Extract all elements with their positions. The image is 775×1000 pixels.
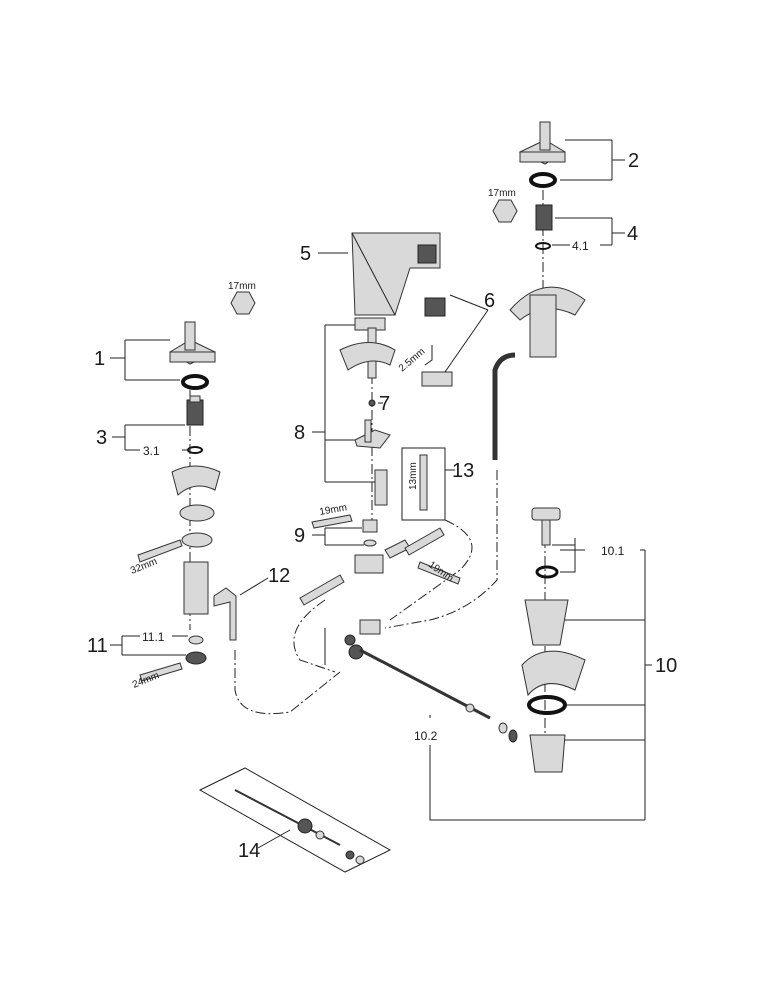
nut-11 — [185, 651, 207, 665]
o-ring-right — [529, 172, 557, 188]
label-14: 14 — [238, 840, 260, 862]
kit-14-box — [198, 767, 392, 873]
label-10-2: 10.2 — [414, 729, 438, 743]
hose-left — [299, 574, 345, 606]
hex-size-left: 17mm — [228, 281, 256, 292]
hose-path-mid — [293, 599, 336, 673]
wrench-19-right — [417, 561, 461, 585]
hex-nut-icon-left — [230, 291, 256, 315]
leader-lines — [110, 139, 652, 849]
hose-right-valve — [492, 352, 516, 460]
bracket-8 — [354, 429, 391, 449]
washer-9 — [363, 539, 377, 547]
label-4-1: 4.1 — [572, 239, 589, 253]
label-11-1: 11.1 — [142, 630, 165, 644]
drain-body — [529, 734, 566, 773]
wrench-size-19-left: 19mm — [319, 502, 348, 518]
drain-basket — [524, 599, 569, 646]
sensor-module-6 — [424, 297, 446, 317]
elbow-12 — [213, 587, 237, 641]
label-6: 6 — [484, 290, 495, 312]
drain-seal-10-1 — [535, 565, 559, 579]
extension-rod-14 — [234, 789, 365, 865]
pop-up-rod-10-2 — [344, 619, 518, 743]
escutcheon-left — [171, 465, 221, 496]
washer-11-1 — [188, 635, 204, 645]
wrench-24 — [139, 662, 183, 682]
label-5: 5 — [300, 243, 311, 265]
tee-connector — [354, 554, 384, 574]
label-1: 1 — [94, 348, 105, 370]
spout-escutcheon — [339, 342, 396, 371]
drain-gasket — [527, 695, 567, 715]
hose-path-right — [384, 470, 498, 629]
sensor-plate-6 — [421, 371, 453, 387]
valve-body-right — [529, 294, 557, 358]
drain-stem — [541, 519, 551, 546]
right-handle — [518, 121, 566, 165]
threaded-shank-left — [183, 561, 209, 615]
label-4: 4 — [627, 223, 638, 245]
label-12: 12 — [268, 565, 290, 587]
label-3-1: 3.1 — [143, 444, 160, 458]
label-7: 7 — [379, 393, 390, 415]
socket-tool-box-13 — [401, 447, 446, 521]
label-10-1: 10.1 — [601, 544, 625, 558]
label-9: 9 — [294, 525, 305, 547]
left-handle — [169, 321, 217, 365]
label-11: 11 — [87, 635, 108, 657]
allen-key-icon — [424, 345, 433, 366]
hose-right — [404, 527, 445, 556]
wrench-19-left — [311, 514, 353, 529]
nut-9 — [362, 519, 378, 533]
hose-path-left — [234, 650, 341, 715]
cartridge-right — [535, 204, 553, 231]
socket-size-13: 13mm — [408, 462, 419, 490]
screw-7 — [368, 399, 376, 407]
label-3: 3 — [96, 427, 107, 449]
drain-escutcheon — [521, 650, 586, 697]
hose-path-tee — [389, 519, 473, 621]
label-10: 10 — [655, 655, 677, 677]
o-ring-left — [181, 374, 209, 390]
label-13: 13 — [452, 460, 474, 482]
hex-size-right: 17mm — [488, 188, 516, 199]
connector-8 — [374, 469, 388, 506]
label-8: 8 — [294, 422, 305, 444]
washer-4-1 — [535, 242, 551, 250]
stud-8 — [364, 419, 372, 443]
gasket-left — [179, 504, 215, 522]
nut-left — [181, 532, 213, 548]
spout-body — [351, 232, 441, 316]
socket-tool-13 — [419, 454, 428, 511]
drain-cap — [531, 507, 561, 521]
hex-nut-icon-right — [492, 199, 518, 223]
cartridge-left — [186, 395, 204, 426]
label-2: 2 — [628, 150, 639, 172]
wrench-32 — [137, 539, 183, 563]
allen-key-size: 2.5mm — [397, 346, 427, 374]
